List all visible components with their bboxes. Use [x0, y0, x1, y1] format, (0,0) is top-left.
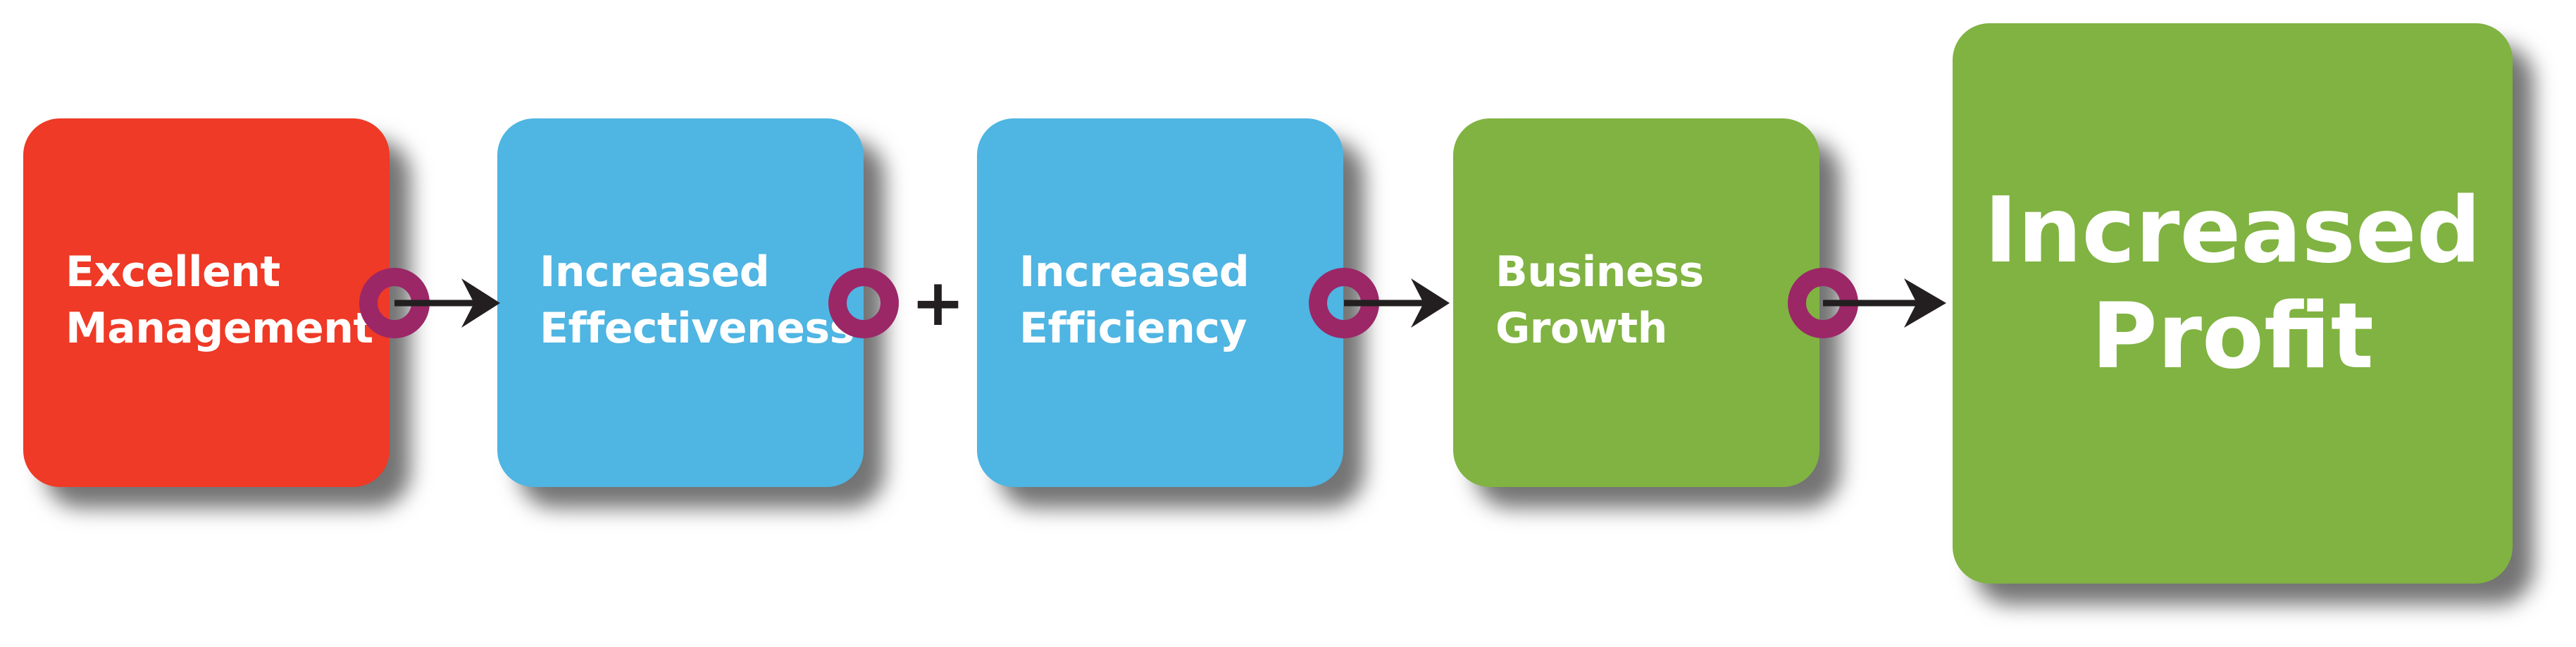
label-line: Growth	[1495, 304, 1667, 353]
plus-operator: +	[911, 265, 966, 340]
label-line: Business	[1495, 247, 1704, 297]
label-line: Increased	[540, 247, 770, 297]
box-increased-effectiveness: Increased Effectiveness	[497, 118, 864, 487]
box-excellent-management: Excellent Management	[23, 118, 390, 487]
connector-arrow-1	[359, 268, 500, 338]
ring-icon	[828, 268, 899, 338]
box-increased-efficiency: Increased Efficiency	[977, 118, 1343, 487]
box-increased-profit: Increased Profit	[1953, 23, 2513, 584]
box-label: Excellent Management	[66, 244, 373, 357]
connector-arrow-4	[1788, 268, 1946, 338]
label-line: Excellent	[66, 247, 280, 297]
arrow-head-icon	[461, 278, 500, 328]
label-line: Management	[66, 304, 373, 353]
box-business-growth: Business Growth	[1453, 118, 1819, 487]
box-label: Business Growth	[1495, 244, 1704, 357]
arrow-head-icon	[1904, 278, 1946, 328]
box-label: Increased Effectiveness	[540, 244, 854, 357]
label-line: Effectiveness	[540, 304, 854, 353]
box-label: Increased Efficiency	[1019, 244, 1250, 357]
label-line: Efficiency	[1019, 304, 1247, 353]
arrow-head-icon	[1411, 278, 1450, 328]
connector-arrow-3	[1309, 268, 1450, 338]
label-line: Increased	[1984, 178, 2482, 283]
box-label: Increased Profit	[1984, 178, 2482, 390]
connector-ring-2	[828, 268, 899, 338]
label-line: Profit	[2091, 284, 2374, 389]
label-line: Increased	[1019, 247, 1250, 297]
